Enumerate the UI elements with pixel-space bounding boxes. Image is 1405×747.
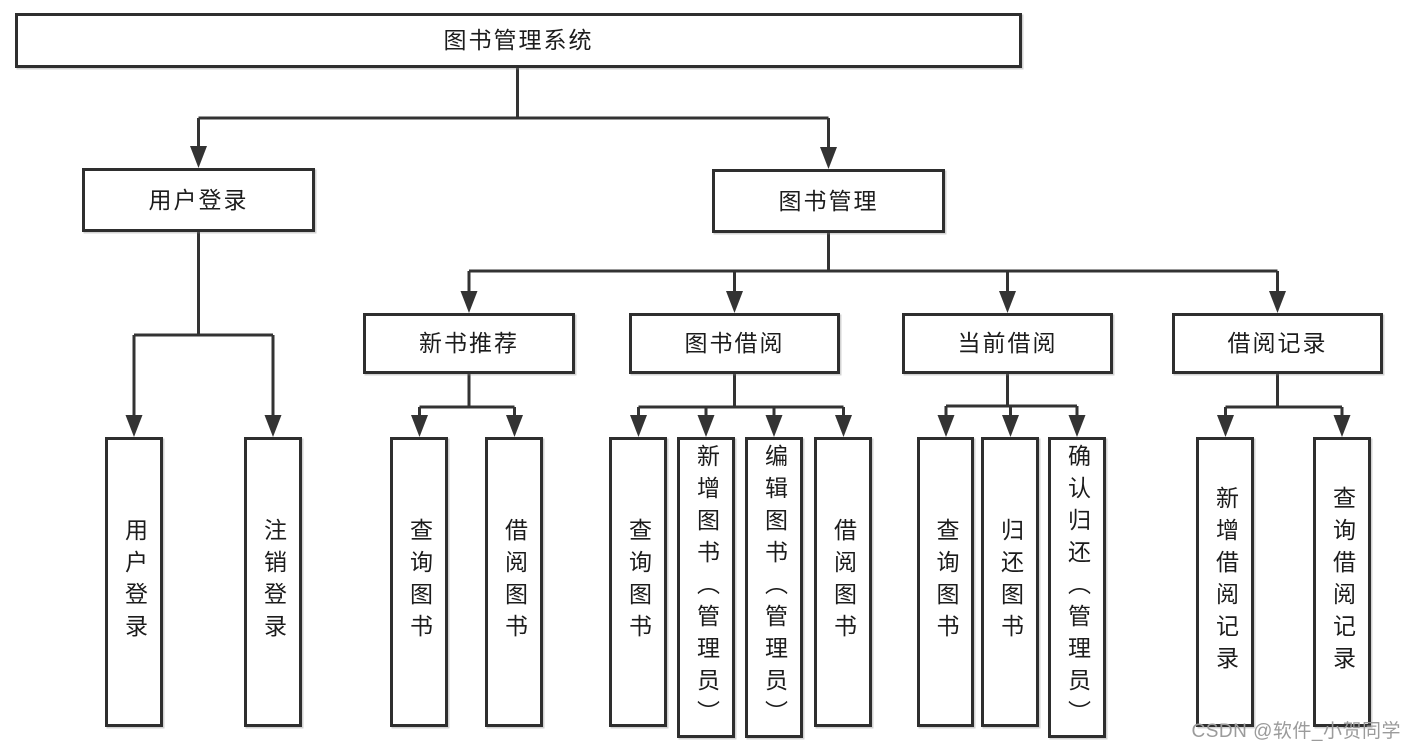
leaf-confirm-return-admin-label: 确认归还（管理员） — [1064, 443, 1091, 732]
node-book-management: 图书管理 — [712, 169, 945, 233]
leaf-add-books-admin-label: 新增图书（管理员） — [693, 443, 720, 732]
leaf-user-login-label: 用户登录 — [121, 518, 148, 646]
leaf-add-books-admin: 新增图书（管理员） — [677, 437, 735, 738]
leaf-confirm-return-admin: 确认归还（管理员） — [1048, 437, 1106, 738]
node-new-book-recommend: 新书推荐 — [363, 313, 575, 374]
node-new-book-recommend-label: 新书推荐 — [419, 330, 519, 356]
leaf-logout: 注销登录 — [244, 437, 302, 727]
leaf-query-books-1-label: 查询图书 — [406, 518, 433, 646]
arrowheads — [125, 146, 1351, 437]
node-book-borrowing: 图书借阅 — [629, 313, 840, 374]
leaf-borrow-books-1: 借阅图书 — [485, 437, 543, 727]
node-user-login-label: 用户登录 — [148, 186, 249, 213]
leaf-edit-books-admin-label: 编辑图书（管理员） — [761, 443, 788, 732]
leaf-query-books-1: 查询图书 — [390, 437, 448, 727]
node-root-label: 图书管理系统 — [443, 27, 594, 53]
leaf-return-books-label: 归还图书 — [997, 518, 1024, 646]
leaf-borrow-books-2-label: 借阅图书 — [830, 518, 857, 646]
leaf-query-books-3-label: 查询图书 — [933, 518, 959, 646]
leaf-user-login: 用户登录 — [105, 437, 163, 727]
node-book-borrowing-label: 图书借阅 — [684, 330, 785, 356]
node-borrowing-records: 借阅记录 — [1172, 313, 1383, 374]
leaf-add-borrow-record-label: 新增借阅记录 — [1212, 486, 1239, 678]
leaf-query-borrow-record-label: 查询借阅记录 — [1329, 486, 1356, 678]
leaf-query-books-2: 查询图书 — [609, 437, 667, 727]
leaf-query-books-2-label: 查询图书 — [625, 518, 652, 646]
leaf-borrow-books-1-label: 借阅图书 — [501, 518, 528, 646]
csdn-watermark: CSDN @软件_小贺同学 — [1191, 721, 1401, 742]
leaf-logout-label: 注销登录 — [260, 518, 287, 646]
leaf-query-borrow-record: 查询借阅记录 — [1313, 437, 1371, 727]
leaf-return-books: 归还图书 — [981, 437, 1039, 727]
leaf-edit-books-admin: 编辑图书（管理员） — [745, 437, 803, 738]
node-current-borrowing: 当前借阅 — [902, 313, 1113, 374]
node-borrowing-records-label: 借阅记录 — [1227, 330, 1328, 356]
leaf-borrow-books-2: 借阅图书 — [814, 437, 872, 727]
node-current-borrowing-label: 当前借阅 — [957, 330, 1058, 356]
node-book-management-label: 图书管理 — [778, 187, 879, 214]
node-root: 图书管理系统 — [15, 13, 1022, 68]
node-user-login: 用户登录 — [82, 168, 315, 232]
leaf-query-books-3: 查询图书 — [917, 437, 974, 727]
leaf-add-borrow-record: 新增借阅记录 — [1196, 437, 1254, 727]
